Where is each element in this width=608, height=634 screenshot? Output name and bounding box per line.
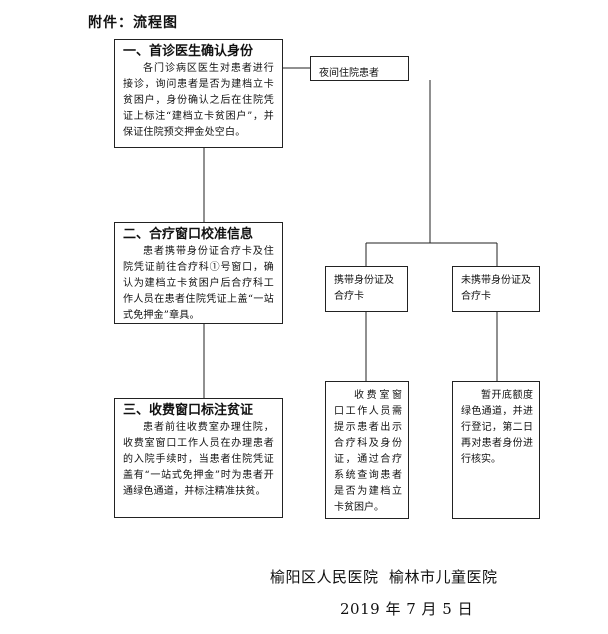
without-card-detail: 暂开底额度绿色通道，并进行登记，第二日再对患者身份进行核实。 (461, 390, 533, 465)
step-3-box: 三、收费窗口标注贫证 患者前往收费室办理住院，收费室窗口工作人员在办理患者的入院… (114, 398, 283, 518)
step-2-box: 二、合疗窗口校准信息 患者携带身份证合疗卡及住院凭证前往合疗科①号窗口，确认为建… (114, 222, 283, 324)
night-patient-label: 夜间住院患者 (319, 68, 379, 79)
step-1-box: 一、首诊医生确认身份 各门诊病区医生对患者进行接诊，询问患者是否为建档立卡贫困户… (114, 39, 283, 148)
without-card-box: 未携带身份证及合疗卡 (452, 266, 540, 312)
step-2-title: 二、合疗窗口校准信息 (123, 227, 254, 242)
step-3-title: 三、收费窗口标注贫证 (123, 403, 254, 418)
step-3-body: 患者前往收费室办理住院，收费室窗口工作人员在办理患者的入院手续时，当患者住院凭证… (123, 422, 274, 497)
night-patient-box: 夜间住院患者 (310, 56, 409, 81)
with-card-box: 携带身份证及合疗卡 (325, 266, 408, 312)
without-card-detail-box: 暂开底额度绿色通道，并进行登记，第二日再对患者身份进行核实。 (452, 381, 540, 519)
footer-organization: 榆阳区人民医院 榆林市儿童医院 (270, 568, 498, 586)
with-card-label: 携带身份证及合疗卡 (334, 275, 394, 302)
with-card-detail: 收费室窗口工作人员需提示患者出示合疗科及身份证，通过合疗系统查询患者是否为建档立… (334, 390, 402, 513)
step-1-body: 各门诊病区医生对患者进行接诊，询问患者是否为建档立卡贫困户，身份确认之后在住院凭… (123, 63, 274, 138)
step-2-body: 患者携带身份证合疗卡及住院凭证前往合疗科①号窗口，确认为建档立卡贫困户后合疗科工… (123, 246, 274, 321)
footer-date: 2019 年 7 月 5 日 (340, 600, 474, 618)
page-heading: 附件：流程图 (88, 15, 178, 31)
with-card-detail-box: 收费室窗口工作人员需提示患者出示合疗科及身份证，通过合疗系统查询患者是否为建档立… (325, 381, 409, 519)
step-1-title: 一、首诊医生确认身份 (123, 44, 254, 59)
without-card-label: 未携带身份证及合疗卡 (461, 275, 531, 302)
